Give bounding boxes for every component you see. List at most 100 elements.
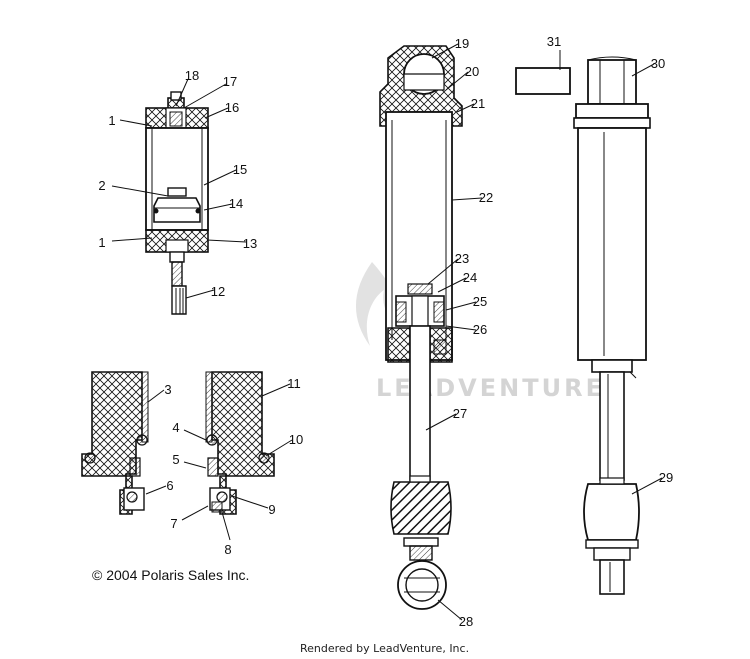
leader-line [437,599,463,621]
part-number: 28 [459,614,473,629]
leader-line [445,325,477,331]
part-number: 29 [659,470,673,485]
leader-line [203,203,233,211]
part-number: 8 [224,542,231,557]
part-number: 10 [289,432,303,447]
leader-line [427,258,459,285]
part-number: 1 [108,113,115,128]
part-number: 4 [172,420,179,435]
callout-c21: 21 [456,96,485,113]
leader-line [147,389,165,403]
assembled-shock [515,56,651,595]
callout-c1a: 1 [108,113,153,128]
part-number: 27 [453,406,467,421]
leader-line [445,71,469,91]
callout-c2: 2 [98,178,169,197]
part-number: 21 [471,96,485,111]
callout-c15: 15 [203,162,247,186]
reservoir-assembly [145,91,209,315]
eyelet-bushing [515,67,571,95]
part-number: 24 [463,270,477,285]
assembled-bump-stop [583,483,640,541]
callout-c13: 13 [206,236,257,251]
callout-c9: 9 [231,495,276,517]
callout-c30: 30 [631,56,665,77]
leader-line [231,495,269,509]
watermark-flame-icon [355,262,404,346]
callout-c18: 18 [175,68,199,107]
leader-line [111,185,169,197]
part-number: 14 [229,196,243,211]
part-number: 2 [98,178,105,193]
leader-line [456,103,475,113]
callout-c27: 27 [425,406,467,431]
callout-c19: 19 [431,36,469,59]
leader-line [425,413,457,431]
callout-c5: 5 [172,452,207,469]
leader-line [631,63,655,77]
part-number: 5 [172,452,179,467]
part-number: 1 [98,235,105,250]
part-number: 11 [287,376,301,391]
leader-line [183,461,207,469]
leader-line [437,277,467,293]
part-number: 19 [455,36,469,51]
callout-c28: 28 [437,599,473,629]
callout-c3: 3 [147,382,172,403]
leader-line [119,119,153,127]
part-number: 26 [473,322,487,337]
part-number: 9 [268,502,275,517]
leader-line [185,289,215,299]
leader-line [203,169,237,186]
part-number: 30 [651,56,665,71]
leader-line [206,239,247,243]
callout-c25: 25 [445,294,487,311]
callout-c22: 22 [451,190,493,205]
part-number: 18 [185,68,199,83]
leader-line [183,429,207,441]
seal-head-section [81,371,275,515]
leader-line [261,383,291,397]
part-number: 13 [243,236,257,251]
leader-line [183,83,227,109]
part-number: 12 [211,284,225,299]
leader-line [431,43,459,59]
part-number: 20 [465,64,479,79]
part-number: 7 [170,516,177,531]
part-number: 16 [225,100,239,115]
callout-c10: 10 [265,432,303,457]
bump-stop [390,481,452,535]
callout-c17: 17 [183,74,237,109]
leader-line [111,237,153,242]
callout-c12: 12 [185,284,225,299]
callout-c6: 6 [145,478,174,495]
leader-line [221,511,231,541]
callout-c7: 7 [170,505,209,531]
part-number: 23 [455,251,469,266]
shock-body-section [379,45,463,610]
leader-line [445,301,477,311]
leader-line [451,197,483,201]
leader-line [204,107,229,119]
part-number: 17 [223,74,237,89]
leader-line [181,505,209,521]
assembled-body [577,127,647,361]
callout-c31: 31 [547,34,561,70]
copyright-text: © 2004 Polaris Sales Inc. [92,567,249,583]
leader-line [175,78,189,107]
callout-c29: 29 [631,470,673,495]
part-number: 3 [164,382,171,397]
callout-c16: 16 [204,100,239,119]
leader-line [265,439,293,457]
callout-c11: 11 [261,376,301,397]
part-number: 22 [479,190,493,205]
part-number: 6 [166,478,173,493]
footer-credit: Rendered by LeadVenture, Inc. [300,642,469,655]
callout-c24: 24 [437,270,477,293]
part-number: 25 [473,294,487,309]
leader-line [145,485,167,495]
part-number: 15 [233,162,247,177]
callout-c20: 20 [445,64,479,91]
